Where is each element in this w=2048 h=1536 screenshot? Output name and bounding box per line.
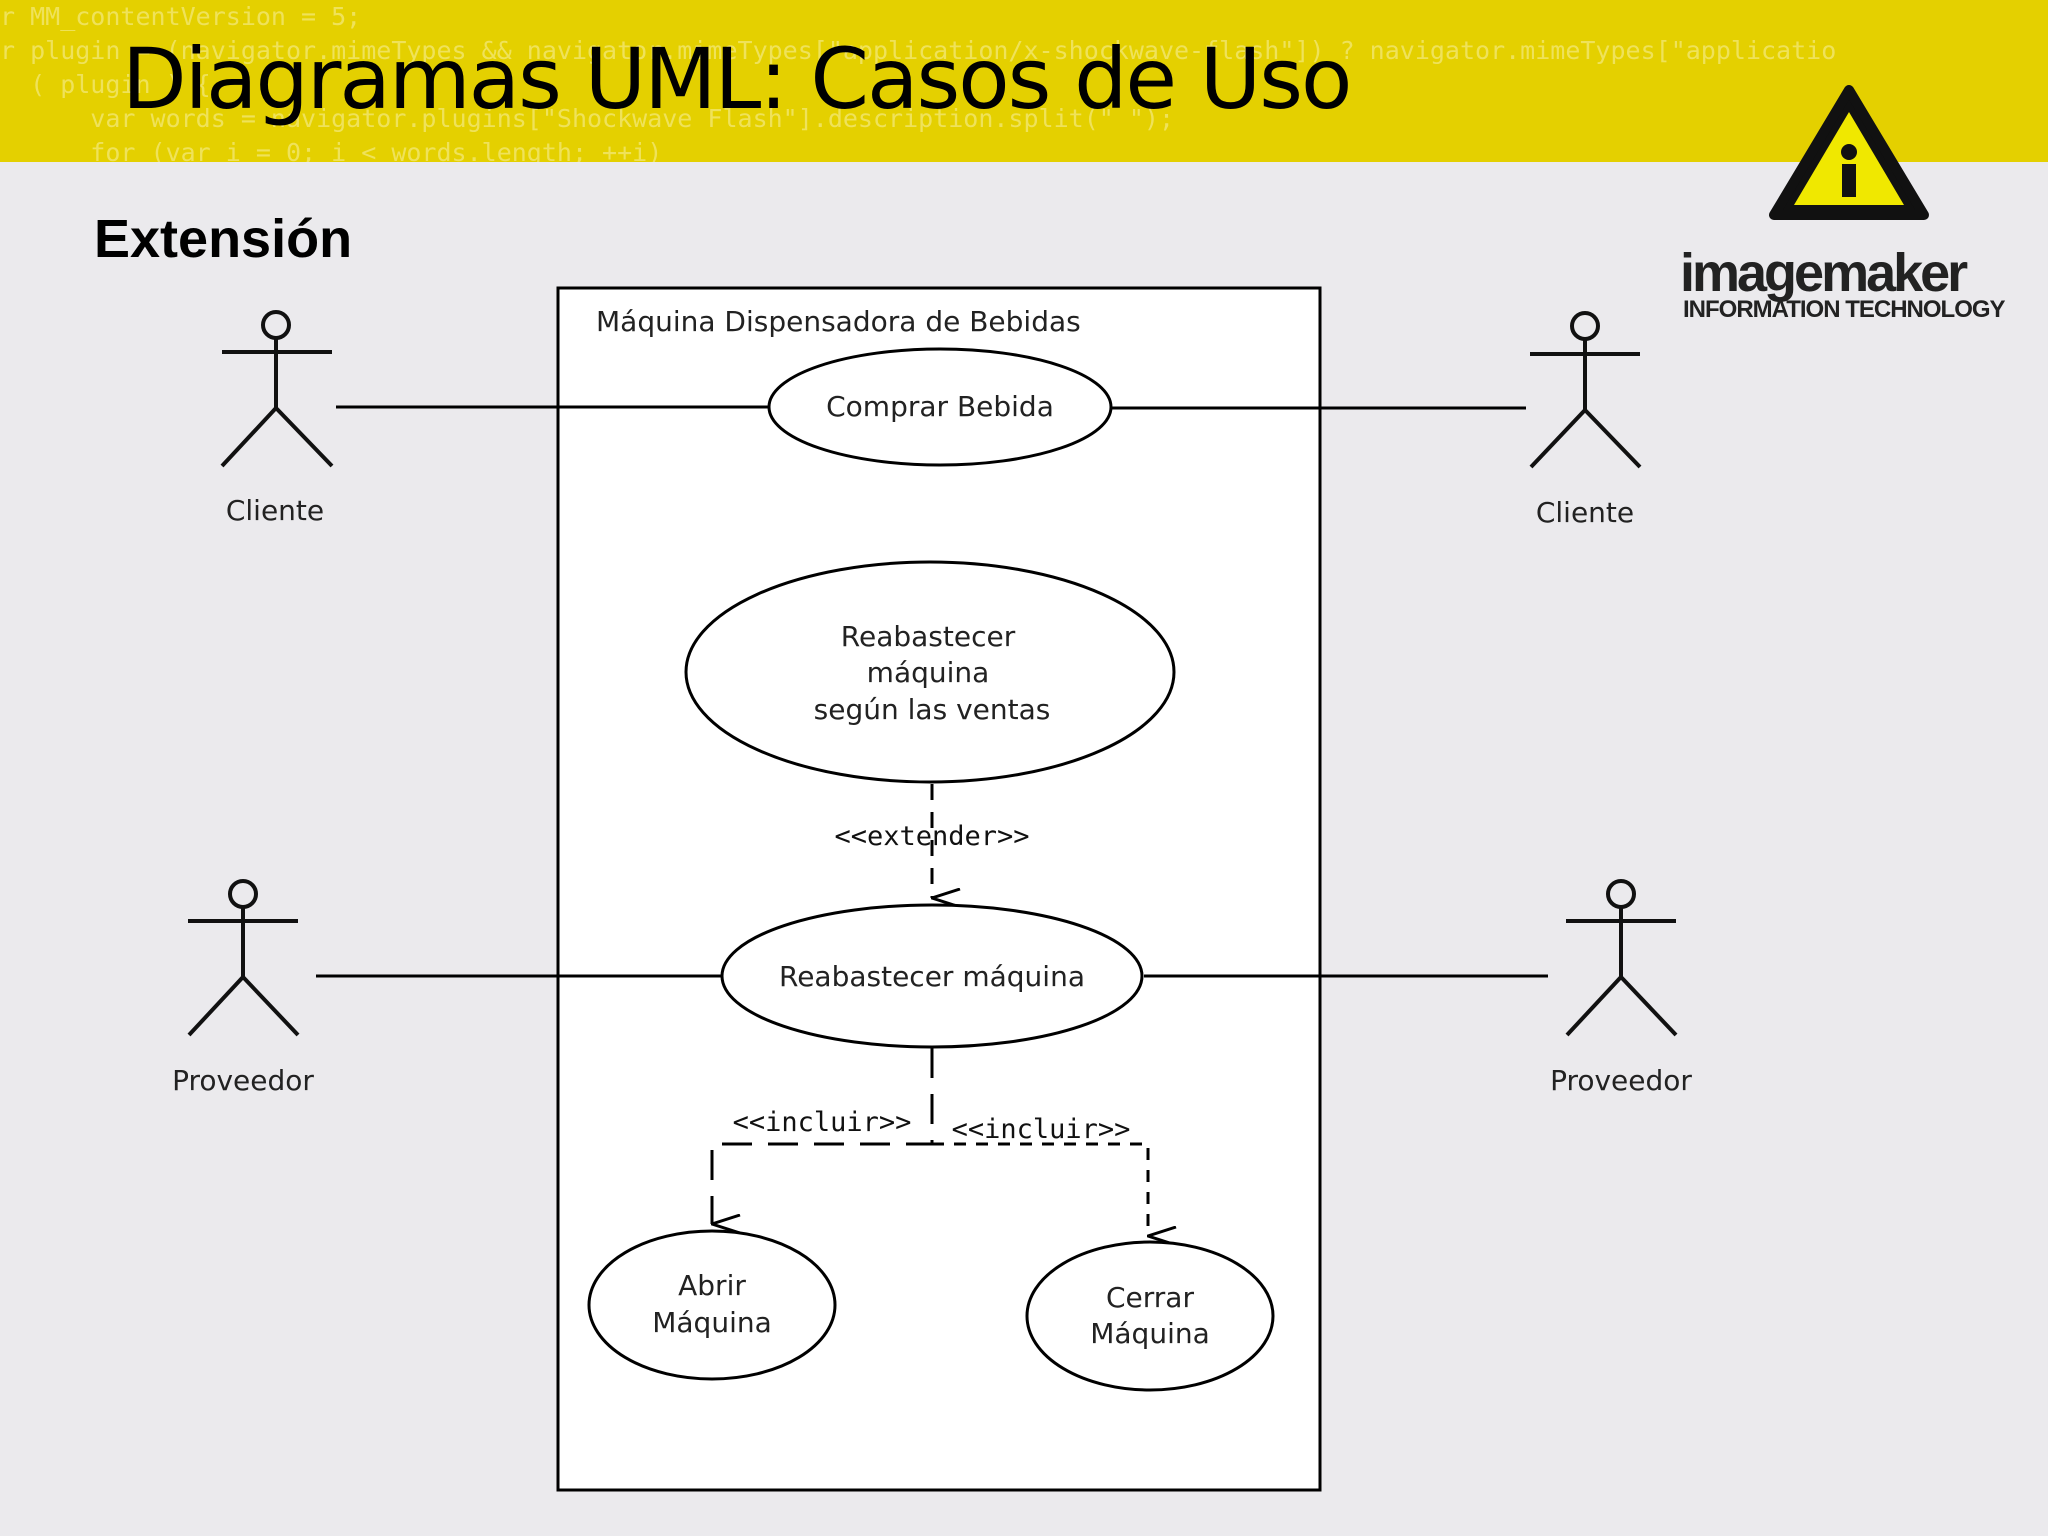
code-line: r MM_contentVersion = 5;: [0, 2, 362, 31]
actor-label: Proveedor: [1550, 1064, 1692, 1097]
warning-info-icon: [1769, 85, 1929, 220]
code-line: ( plugin ) {: [0, 70, 211, 99]
include-arrow-abrir: [710, 1048, 934, 1224]
actor-label: Cliente: [226, 494, 324, 527]
header-band: r MM_contentVersion = 5; r plugin = (navi…: [0, 0, 2048, 162]
stick-figure-icon: [1565, 879, 1678, 1037]
use-case-label: Reabastecer máquina: [779, 960, 1085, 993]
code-background: r MM_contentVersion = 5; r plugin = (navi…: [0, 0, 1836, 162]
stick-figure-icon: [187, 879, 300, 1037]
use-case-label: Cerrar: [1106, 1281, 1194, 1314]
use-case-label: Comprar Bebida: [826, 390, 1054, 423]
code-line: var words = navigator.plugins["Shockwave…: [0, 104, 1174, 133]
use-case-label: Máquina: [1090, 1317, 1210, 1350]
use-case-comprar-bebida: Comprar Bebida: [767, 347, 1113, 467]
actor-cliente-right: Cliente: [1529, 311, 1642, 529]
stick-figure-icon: [1529, 311, 1642, 469]
use-case-label: máquina: [867, 656, 990, 689]
use-case-label: Máquina: [652, 1306, 772, 1339]
include-label: <<incluir>>: [733, 1107, 912, 1138]
actor-label: Cliente: [1536, 496, 1634, 529]
logo-tagline: INFORMATION TECHNOLOGY: [1683, 296, 2006, 323]
use-case-label: según las ventas: [814, 693, 1051, 726]
code-line: r plugin = (navigator.mimeTypes && navig…: [0, 36, 1837, 65]
logo-name: imagemaker: [1680, 243, 1968, 303]
use-case-abrir-maquina: Abrir Máquina: [587, 1229, 837, 1381]
actor-cliente-left: Cliente: [220, 310, 334, 527]
code-line: for (var i = 0; i < words.length; ++i): [0, 138, 663, 162]
include-label: <<incluir>>: [952, 1114, 1131, 1145]
imagemaker-logo: imagemaker INFORMATION TECHNOLOGY: [1670, 78, 2048, 338]
extend-label: <<extender>>: [834, 821, 1029, 852]
use-case-label: Reabastecer: [841, 620, 1016, 653]
include-arrow-cerrar: [932, 1142, 1148, 1236]
section-heading: Extensión: [94, 209, 353, 269]
use-case-reabastecer-segun-ventas: Reabastecer máquina según las ventas: [684, 560, 1176, 784]
use-case-reabastecer-maquina: Reabastecer máquina: [720, 903, 1144, 1049]
actor-label: Proveedor: [172, 1064, 314, 1097]
use-case-cerrar-maquina: Cerrar Máquina: [1025, 1240, 1275, 1392]
actor-proveedor-right: Proveedor: [1550, 879, 1692, 1097]
use-case-label: Abrir: [678, 1269, 746, 1302]
stick-figure-icon: [220, 310, 334, 468]
slide-title: Diagramas UML: Casos de Uso: [122, 30, 1352, 128]
actor-proveedor-left: Proveedor: [172, 879, 314, 1097]
system-label: Máquina Dispensadora de Bebidas: [596, 305, 1081, 338]
